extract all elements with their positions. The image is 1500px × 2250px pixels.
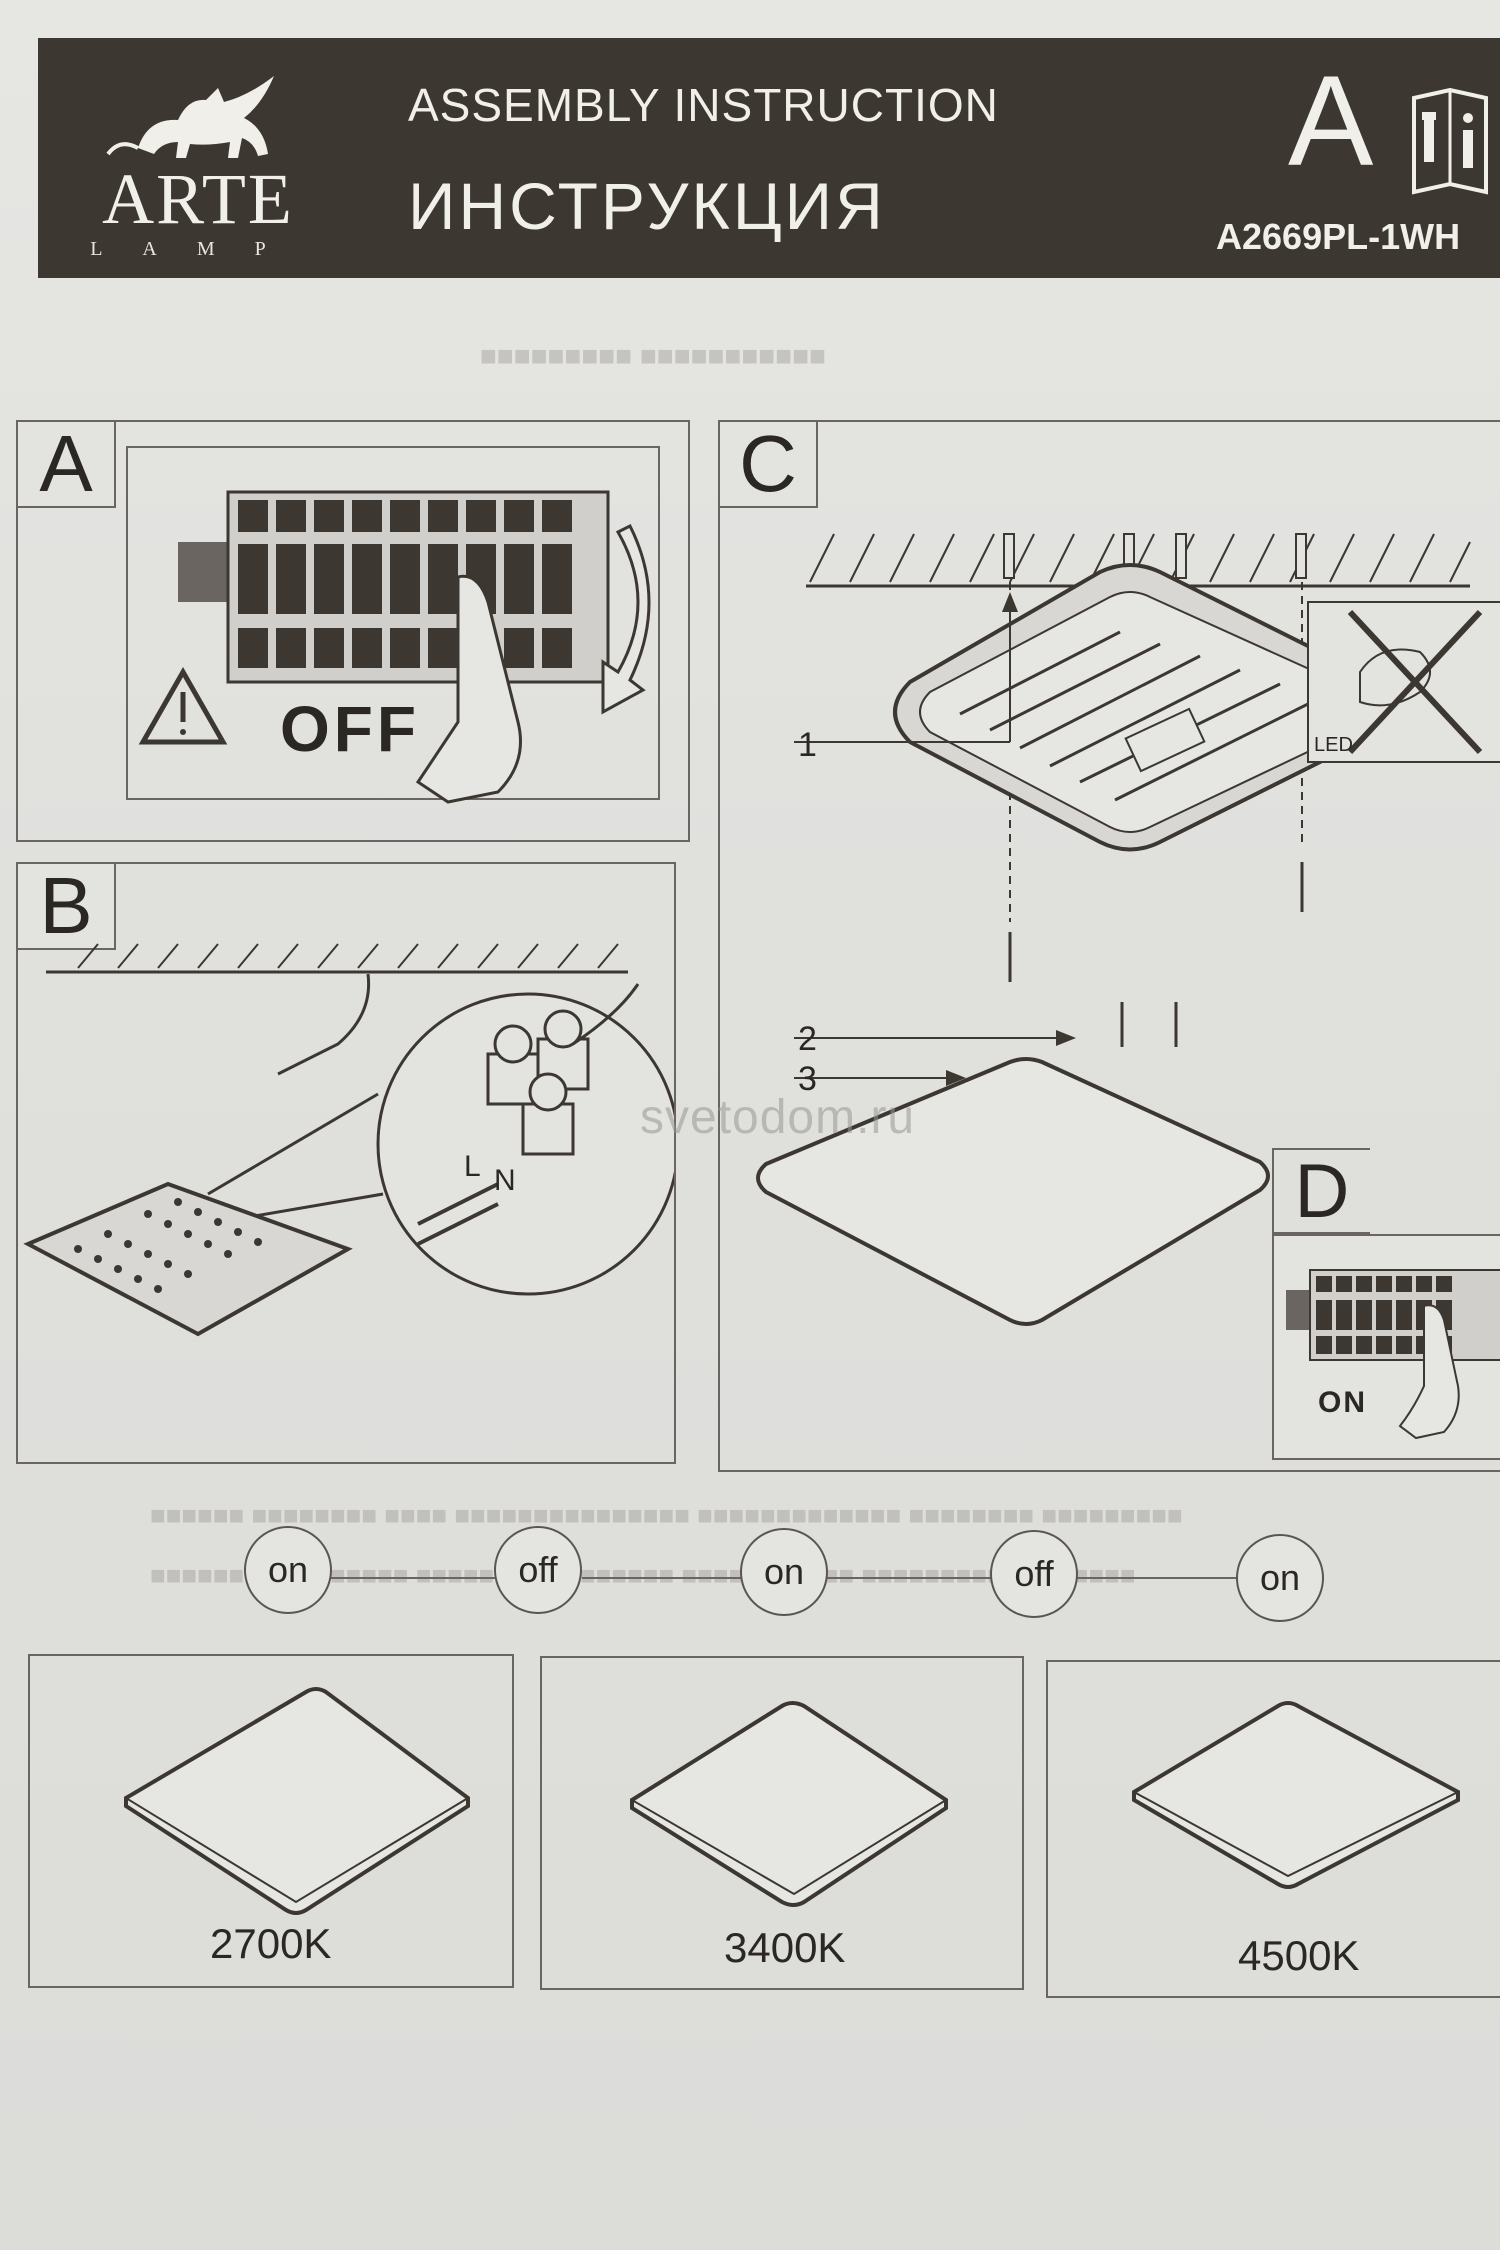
sequence-connector	[826, 1577, 992, 1579]
panel-a: A OFF	[16, 420, 690, 842]
breaker-on-illustration	[1286, 1269, 1500, 1440]
wiring-illustration	[23, 943, 674, 1337]
panel-d-label-area: D	[1272, 1148, 1500, 1234]
sequence-step-3: on	[740, 1528, 828, 1616]
model-number: A2669PL-1WH	[1216, 216, 1461, 257]
color-temp-box-1: 2700K	[28, 1654, 514, 1988]
brand-subtitle: LAMP	[90, 238, 306, 260]
terminal-l-label: L	[464, 1150, 481, 1183]
ghost-text: ■■■■■■■■■ ■■■■■■■■■■■	[480, 340, 827, 371]
color-temp-2700: 2700K	[210, 1920, 332, 1967]
panel-c-label: C	[720, 422, 818, 508]
lamp-icon	[630, 1701, 948, 1907]
watermark: svetodom.ru	[640, 1091, 916, 1144]
color-temp-3400: 3400K	[724, 1924, 846, 1971]
sequence-step-2: off	[494, 1526, 582, 1614]
brand-name: ARTE	[102, 159, 294, 239]
color-temp-box-2: 3400K	[540, 1656, 1024, 1990]
title-english: ASSEMBLY INSTRUCTION	[408, 79, 999, 131]
terminal-n-label: N	[494, 1164, 516, 1197]
mounting-illustration	[756, 533, 1500, 1326]
callout-2: 2	[798, 1020, 817, 1058]
lion-logo-icon	[106, 76, 274, 158]
panel-a-inner	[126, 446, 660, 800]
on-text: ON	[1318, 1386, 1367, 1419]
color-temp-4500: 4500K	[1238, 1932, 1360, 1979]
panel-d-label: D	[1272, 1148, 1370, 1234]
sequence-step-5: on	[1236, 1534, 1324, 1622]
lamp-icon	[1132, 1701, 1460, 1889]
panel-b-label: B	[18, 864, 116, 950]
panel-c: C	[718, 420, 1500, 1472]
header-bar: ARTE LAMP ASSEMBLY INSTRUCTION ИНСТРУКЦИ…	[38, 38, 1500, 278]
sequence-step-4: off	[990, 1530, 1078, 1618]
led-label: LED	[1314, 734, 1353, 756]
lamp-icon	[124, 1687, 470, 1915]
color-temp-box-3: 4500K	[1046, 1660, 1500, 1998]
off-text: OFF	[280, 693, 420, 765]
title-russian: ИНСТРУКЦИЯ	[408, 169, 886, 243]
sequence-connector	[582, 1577, 742, 1579]
panel-d: ON	[1272, 1234, 1500, 1460]
breaker-off-illustration	[138, 490, 651, 804]
section-letter: A	[1288, 50, 1374, 193]
panel-b: B	[16, 862, 676, 1464]
info-book-icon	[1412, 88, 1488, 195]
ghost-text-2: ■■■■■■ ■■■■■■■■ ■■■■ ■■■■■■■■■■■■■■■ ■■■…	[150, 1500, 1183, 1530]
callout-3: 3	[798, 1060, 817, 1098]
callout-1: 1	[798, 726, 817, 764]
panel-a-label: A	[18, 422, 116, 508]
sequence-connector	[328, 1577, 498, 1579]
sequence-step-1: on	[244, 1526, 332, 1614]
sequence-connector	[1076, 1577, 1238, 1579]
